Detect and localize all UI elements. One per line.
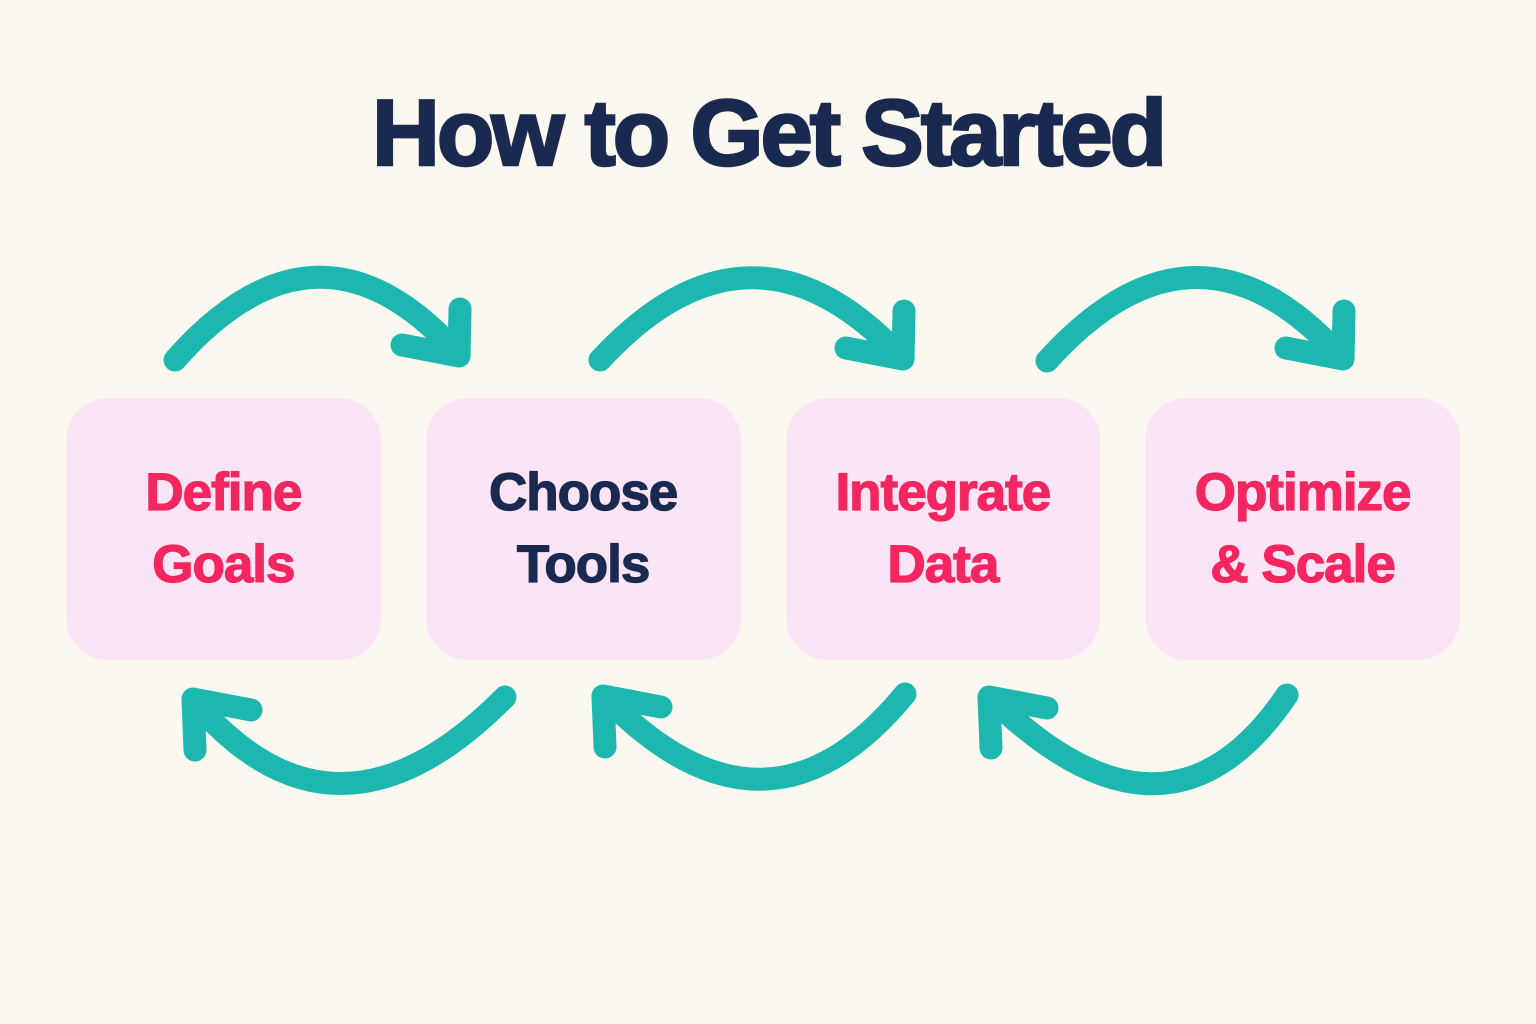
step-box-define-goals: Define Goals (66, 398, 381, 660)
step-label-line: Tools (516, 534, 651, 594)
step-box-integrate-data: Integrate Data (785, 398, 1101, 660)
forward-arrow-icon-2 (588, 266, 916, 372)
backward-arrow-icon-3 (977, 683, 1299, 796)
step-label-line: Optimize (1194, 462, 1412, 522)
backward-arrow-icon-2 (591, 682, 917, 791)
step-label-line: Goals (152, 534, 297, 594)
step-label-line: Data (887, 534, 1000, 594)
steps-row: Define Goals Choose Tools Integrate Data… (66, 398, 1460, 660)
step-box-choose-tools: Choose Tools (425, 398, 741, 660)
step-label-line: Integrate (835, 462, 1052, 522)
step-label-line: Define (145, 462, 303, 522)
forward-arrow-icon-3 (1035, 266, 1356, 373)
backward-arrow-icon-1 (181, 685, 517, 795)
forward-arrow-icon-1 (163, 265, 472, 372)
page-title: How to Get Started (371, 80, 1169, 185)
step-box-optimize-scale: Optimize & Scale (1145, 398, 1460, 660)
step-label-line: & Scale (1210, 534, 1397, 594)
step-label-line: Choose (488, 462, 679, 522)
